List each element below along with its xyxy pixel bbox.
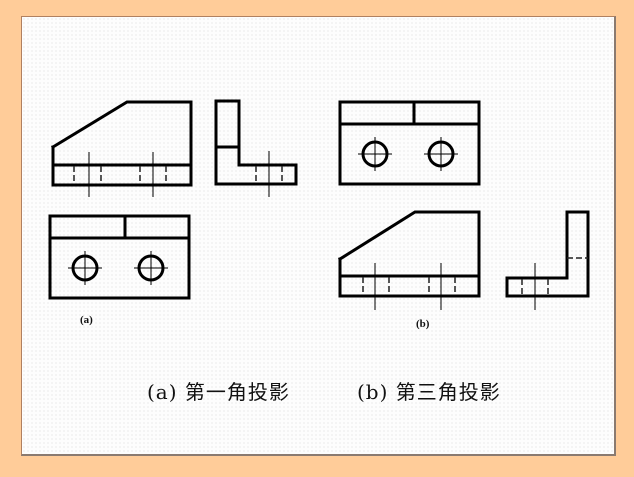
b-side-view [505, 210, 590, 298]
caption-first-angle: (a) 第一角投影 [147, 380, 290, 404]
figure-b-label: (b) [416, 318, 430, 330]
a-side-view [214, 99, 298, 186]
b-front-view [337, 210, 481, 298]
figure-a-label: (a) [80, 314, 93, 326]
caption-third-angle: (b) 第三角投影 [357, 380, 501, 404]
b-top-view [338, 100, 481, 186]
a-front-view [50, 100, 193, 187]
slide-panel [21, 16, 616, 456]
a-top-view [48, 214, 191, 300]
